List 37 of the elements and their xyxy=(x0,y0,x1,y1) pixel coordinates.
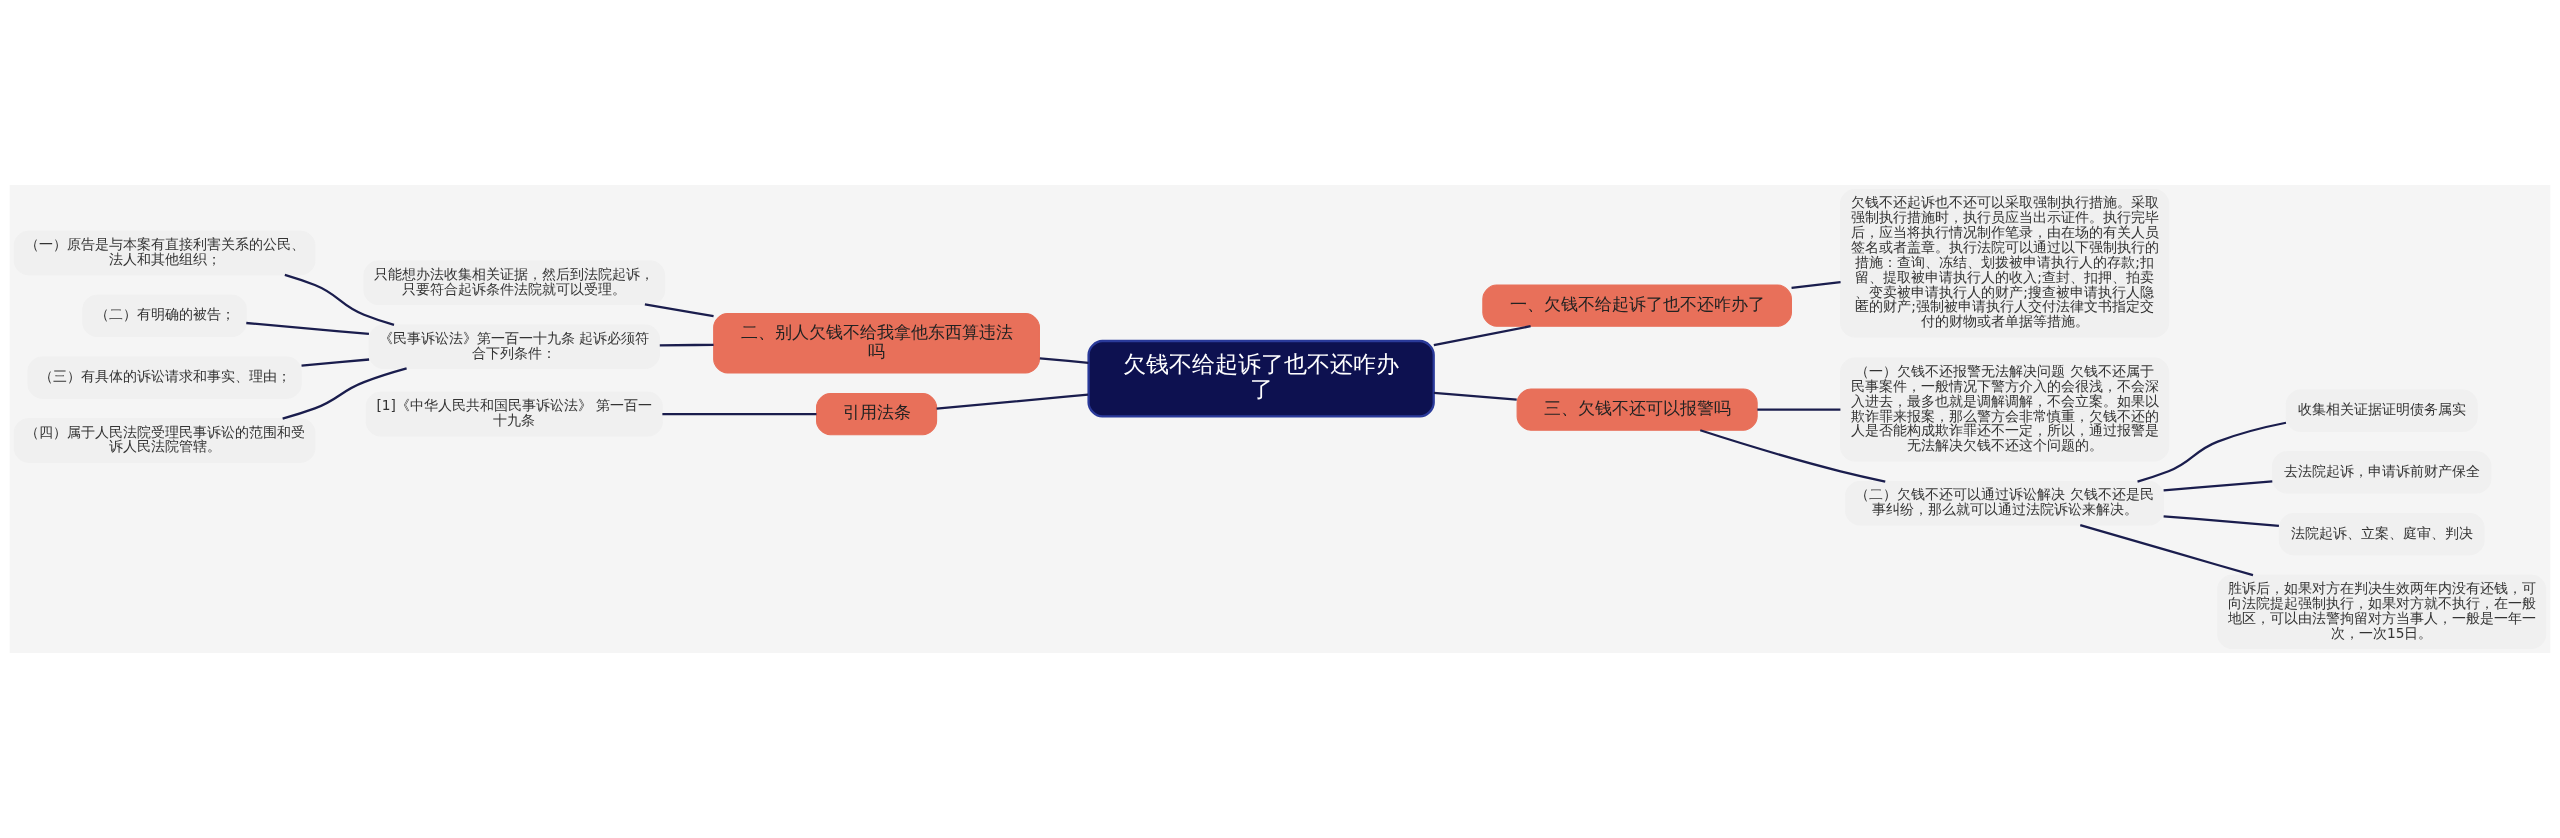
node-text: （一）原告是与本案有直接利害关系的公民、法人和其他组织； xyxy=(24,236,305,267)
node-text: 胜诉后，如果对方在判决生效两年内没有还钱，可向法院提起强制执行，如果对方就不执行，在一般地区，可以由法警拘留对方当事人，一般是一年一次，一次15日。 xyxy=(2227,580,2536,641)
node-text: （四）属于人民法院受理民事诉讼的范围和受诉人民法院管辖。 xyxy=(24,423,305,455)
connector xyxy=(1791,281,1841,289)
node-text: 《民事诉讼法》第一百一十九条 起诉必须符合下列条件： xyxy=(379,329,650,361)
connector xyxy=(282,367,407,420)
connector xyxy=(2079,523,2254,577)
connector xyxy=(936,393,1089,410)
node-text: 法院起诉、立案、庭审、判决 xyxy=(2290,524,2473,541)
node-text: 只能想办法收集相关证据，然后到法院起诉，只要符合起诉条件法院就可以受理。 xyxy=(374,265,655,297)
connector xyxy=(284,273,395,326)
connector xyxy=(644,303,714,318)
node-text: （二）有明确的被告； xyxy=(94,306,235,323)
node-text: （二）欠钱不还可以通过诉讼解决 欠钱不还是民事纠纷，那么就可以通过法院诉讼来解决。 xyxy=(1855,486,2154,518)
connector xyxy=(1433,325,1531,347)
connector xyxy=(2137,421,2287,483)
connector xyxy=(659,343,714,347)
node-box: 欠钱不给起诉了也不还咋办了 xyxy=(1087,339,1435,418)
connector xyxy=(2163,515,2279,527)
node-text: 收集相关证据证明债务属实 xyxy=(2297,401,2466,418)
connector xyxy=(1039,357,1089,364)
connector xyxy=(1699,429,1886,483)
node-text: （一）欠钱不还报警无法解决问题 欠钱不还属于民事案件，一般情况下警方介入的会很浅，不会深入进去，最多也就是调解调解，不会立案。如果以欺诈罪来报案，那么警方会非常慎重，欠钱不还的人是否能构成欺诈罪还不一定，所以，通过报警是无法解决欠钱不还这个问题的。 xyxy=(1850,362,2159,454)
node-text: [1]《中华人民共和国民事诉讼法》 第一百一十九条 xyxy=(376,397,653,429)
connector xyxy=(662,413,817,416)
node-text: 欠钱不还起诉也不还可以采取强制执行措施。采取强制执行措施时，执行员应当出示证件。执行完毕后，应当将执行情况制作笔录，由在场的有关人员签名或者盖章。执行法院可以通过以下强制执行的措施：查询、冻结、划拨被申请执行人的存款;扣留、提取被申请执行人的收入;查封、扣押、拍卖、变卖被申请执行人的财产;搜查被申请执行人隐匿的财产;强制被申请执行人交付法律文书指定交付的财物或者单据等措施。 xyxy=(1850,194,2159,330)
connector xyxy=(1757,408,1841,411)
node-text: （三）有具体的诉讼请求和事实、理由； xyxy=(38,368,291,385)
node-text: 去法院起诉，申请诉前财产保全 xyxy=(2283,462,2480,479)
node-box: 三、欠钱不还可以报警吗 xyxy=(1516,388,1758,431)
node-box: 引用法条 xyxy=(816,393,938,436)
connector xyxy=(246,321,370,336)
connector xyxy=(1433,391,1517,401)
connector xyxy=(301,358,370,367)
node-box: 二、别人欠钱不给我拿他东西算违法吗 xyxy=(713,313,1040,374)
node-box: 一、欠钱不给起诉了也不还咋办了 xyxy=(1482,284,1792,327)
connector xyxy=(2163,480,2273,492)
